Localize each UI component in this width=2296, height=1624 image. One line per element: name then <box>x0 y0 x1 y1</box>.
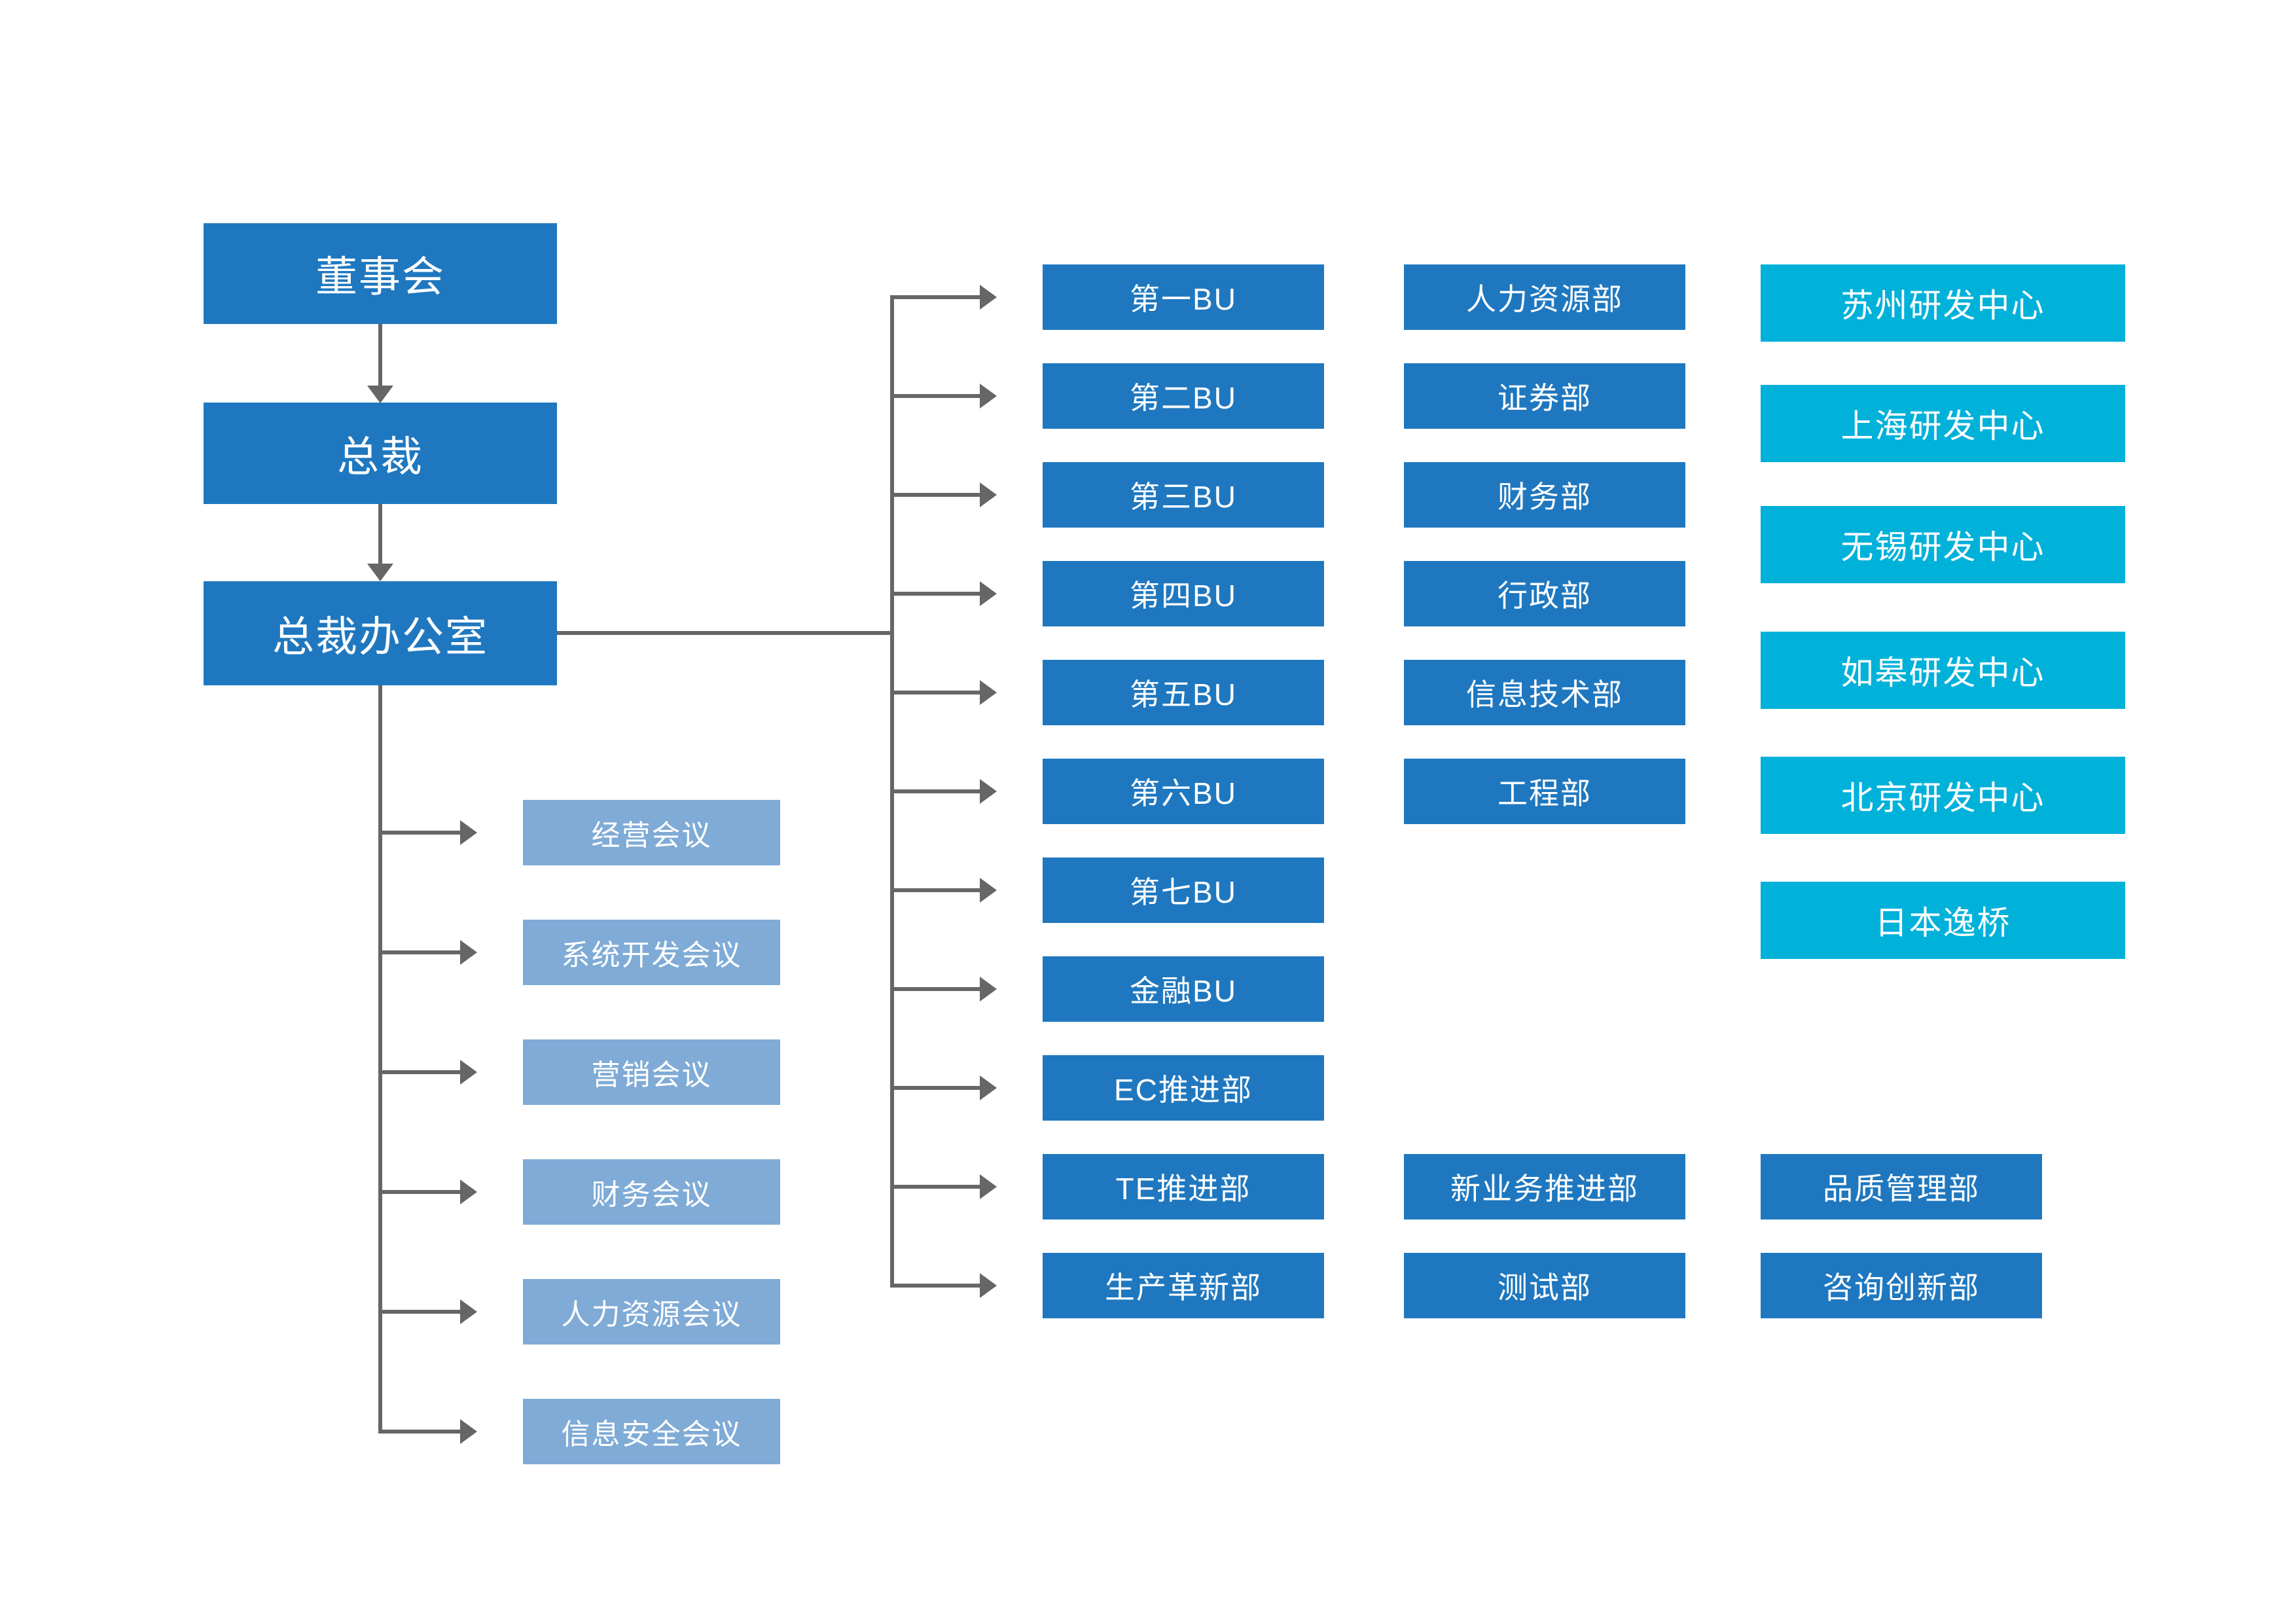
bu-box-9: EC推进部 <box>1043 1055 1324 1121</box>
connector-bu-branch-line <box>890 789 980 793</box>
dept-box-finance: 财务部 <box>1404 462 1685 528</box>
connector-meeting-branch-line <box>378 1310 462 1314</box>
arrow-right-icon <box>460 1180 477 1204</box>
connector-meeting-branch-line <box>378 1430 462 1434</box>
arrow-right-icon <box>460 940 477 965</box>
dept-box-testing: 测试部 <box>1404 1253 1685 1318</box>
connector-bu-branch-line <box>890 691 980 695</box>
bu-box-1: 第一BU <box>1043 264 1324 330</box>
meeting-box-5: 人力资源会议 <box>523 1279 780 1344</box>
rd-center-box-wuxi: 无锡研发中心 <box>1761 506 2125 583</box>
node-president-office: 总裁办公室 <box>204 581 557 685</box>
connector-bu-branch-line <box>890 987 980 991</box>
connector-meetings-trunk <box>378 685 382 1434</box>
arrow-right-icon <box>980 977 997 1001</box>
dept-box-hr: 人力资源部 <box>1404 264 1685 330</box>
bu-box-8: 金融BU <box>1043 956 1324 1022</box>
dept-box-admin: 行政部 <box>1404 561 1685 626</box>
dept-box-consulting-innovation: 咨询创新部 <box>1761 1253 2042 1318</box>
arrow-down-icon <box>367 564 393 581</box>
arrow-right-icon <box>460 1419 477 1444</box>
connector-bu-branch-line <box>890 493 980 497</box>
arrow-right-icon <box>980 285 997 310</box>
arrow-right-icon <box>460 1060 477 1085</box>
bu-box-10: TE推进部 <box>1043 1154 1324 1219</box>
arrow-right-icon <box>460 820 477 845</box>
bu-box-11: 生产革新部 <box>1043 1253 1324 1318</box>
connector-bu-branch-line <box>890 1086 980 1090</box>
connector-president-office-line <box>378 504 382 564</box>
node-board: 董事会 <box>204 223 557 324</box>
connector-bu-branch-line <box>890 888 980 892</box>
connector-bu-branch-line <box>890 1284 980 1288</box>
dept-box-securities: 证券部 <box>1404 363 1685 429</box>
arrow-right-icon <box>980 384 997 408</box>
connector-board-president-line <box>378 324 382 386</box>
connector-meeting-branch-line <box>378 831 462 835</box>
arrow-right-icon <box>980 779 997 804</box>
bu-box-4: 第四BU <box>1043 561 1324 626</box>
bu-box-5: 第五BU <box>1043 660 1324 725</box>
arrow-right-icon <box>980 1075 997 1100</box>
arrow-right-icon <box>980 482 997 507</box>
rd-center-box-beijing: 北京研发中心 <box>1761 757 2125 834</box>
meeting-box-6: 信息安全会议 <box>523 1399 780 1464</box>
rd-center-box-japan: 日本逸桥 <box>1761 882 2125 959</box>
meeting-box-2: 系统开发会议 <box>523 920 780 985</box>
dept-box-engineering: 工程部 <box>1404 759 1685 824</box>
arrow-down-icon <box>367 386 393 403</box>
bu-box-6: 第六BU <box>1043 759 1324 824</box>
rd-center-box-shanghai: 上海研发中心 <box>1761 385 2125 462</box>
connector-bu-branch-line <box>890 295 980 299</box>
bu-box-2: 第二BU <box>1043 363 1324 429</box>
connector-office-bu-feeder <box>557 631 894 635</box>
rd-center-box-suzhou: 苏州研发中心 <box>1761 264 2125 342</box>
meeting-box-3: 营销会议 <box>523 1039 780 1105</box>
bu-box-7: 第七BU <box>1043 857 1324 923</box>
meeting-box-4: 财务会议 <box>523 1159 780 1225</box>
connector-meeting-branch-line <box>378 1190 462 1194</box>
arrow-right-icon <box>980 680 997 705</box>
connector-bu-branch-line <box>890 1185 980 1189</box>
connector-bu-branch-line <box>890 592 980 596</box>
connector-meeting-branch-line <box>378 950 462 954</box>
dept-box-it: 信息技术部 <box>1404 660 1685 725</box>
arrow-right-icon <box>980 1273 997 1298</box>
node-president: 总裁 <box>204 403 557 504</box>
dept-box-new-business: 新业务推进部 <box>1404 1154 1685 1219</box>
dept-box-quality: 品质管理部 <box>1761 1154 2042 1219</box>
arrow-right-icon <box>460 1299 477 1324</box>
meeting-box-1: 经营会议 <box>523 800 780 865</box>
arrow-right-icon <box>980 1174 997 1199</box>
bu-box-3: 第三BU <box>1043 462 1324 528</box>
rd-center-box-rugao: 如皋研发中心 <box>1761 632 2125 709</box>
arrow-right-icon <box>980 581 997 606</box>
connector-meeting-branch-line <box>378 1070 462 1074</box>
connector-bu-branch-line <box>890 394 980 398</box>
arrow-right-icon <box>980 878 997 903</box>
